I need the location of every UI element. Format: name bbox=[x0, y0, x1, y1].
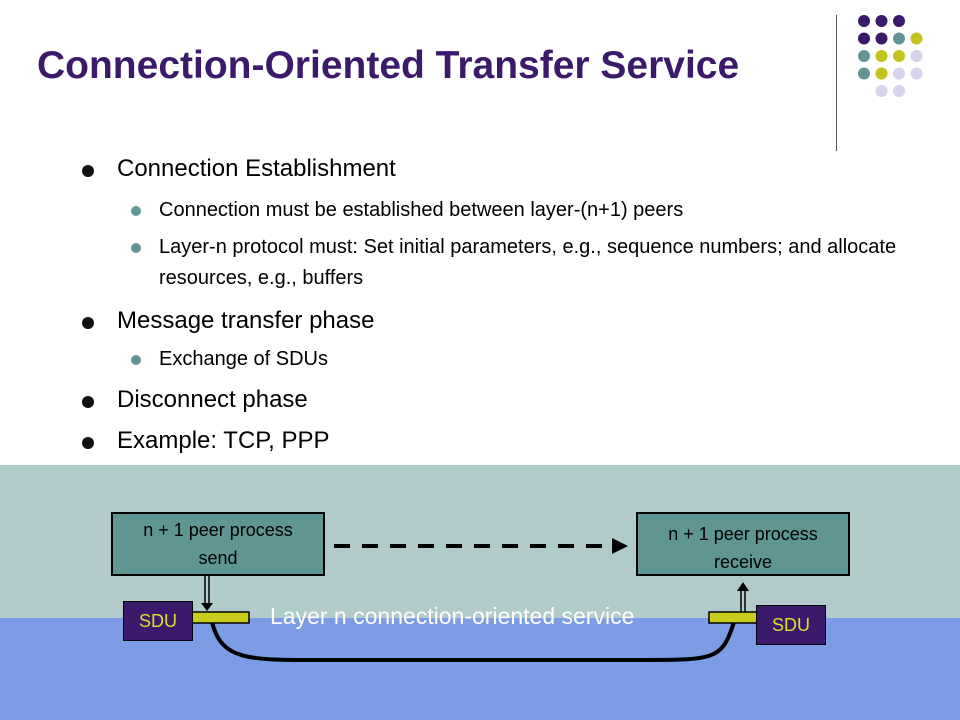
decorative-dot bbox=[875, 15, 888, 27]
sender-peer-box: n + 1 peer process send bbox=[111, 512, 325, 576]
decorative-dots bbox=[858, 15, 923, 97]
decorative-dot bbox=[893, 67, 905, 80]
receive-up-head bbox=[737, 582, 749, 591]
decorative-dot bbox=[893, 32, 905, 45]
subbullet-exchange: Exchange of SDUs bbox=[131, 344, 328, 375]
sap-bar-right bbox=[708, 611, 758, 624]
slide-title: Connection-Oriented Transfer Service bbox=[37, 44, 740, 87]
decorative-dot bbox=[875, 32, 888, 45]
decorative-dot bbox=[910, 50, 923, 62]
decorative-dot bbox=[858, 50, 870, 62]
decorative-dot bbox=[893, 15, 905, 27]
sdu-right: SDU bbox=[756, 605, 826, 645]
connection-pipe bbox=[210, 621, 736, 663]
subbullet-parameters: Layer-n protocol must: Set initial param… bbox=[131, 232, 899, 294]
subbullet-peers: Connection must be established between l… bbox=[130, 195, 683, 226]
divider-line bbox=[836, 15, 837, 151]
receiver-line2: receive bbox=[713, 552, 773, 572]
decorative-dot bbox=[858, 32, 870, 45]
decorative-dot bbox=[875, 50, 888, 62]
decorative-dot bbox=[858, 67, 870, 80]
sap-bar-left bbox=[191, 611, 250, 624]
bullet-example: Example: TCP, PPP bbox=[82, 427, 330, 454]
decorative-dot bbox=[875, 85, 888, 97]
sdu-left: SDU bbox=[123, 601, 193, 641]
decorative-dot bbox=[910, 67, 923, 80]
decorative-dot bbox=[893, 50, 905, 62]
bullet-message-transfer: Message transfer phase bbox=[81, 307, 375, 334]
service-label: Layer n connection-oriented service bbox=[270, 603, 635, 629]
receiver-peer-box: n + 1 peer process receive bbox=[636, 512, 850, 576]
decorative-dot bbox=[875, 67, 888, 80]
sender-line2: send bbox=[198, 548, 238, 568]
bullet-disconnect: Disconnect phase bbox=[82, 386, 308, 413]
dashed-arrow-head bbox=[612, 538, 628, 554]
sender-line1: n + 1 peer process bbox=[143, 520, 293, 540]
decorative-dot bbox=[893, 85, 905, 97]
send-down-head bbox=[201, 603, 213, 611]
receiver-line1: n + 1 peer process bbox=[668, 524, 818, 544]
decorative-dot bbox=[910, 32, 923, 45]
decorative-dot bbox=[858, 15, 870, 27]
bullet-connection-establishment: Connection Establishment bbox=[82, 155, 396, 182]
